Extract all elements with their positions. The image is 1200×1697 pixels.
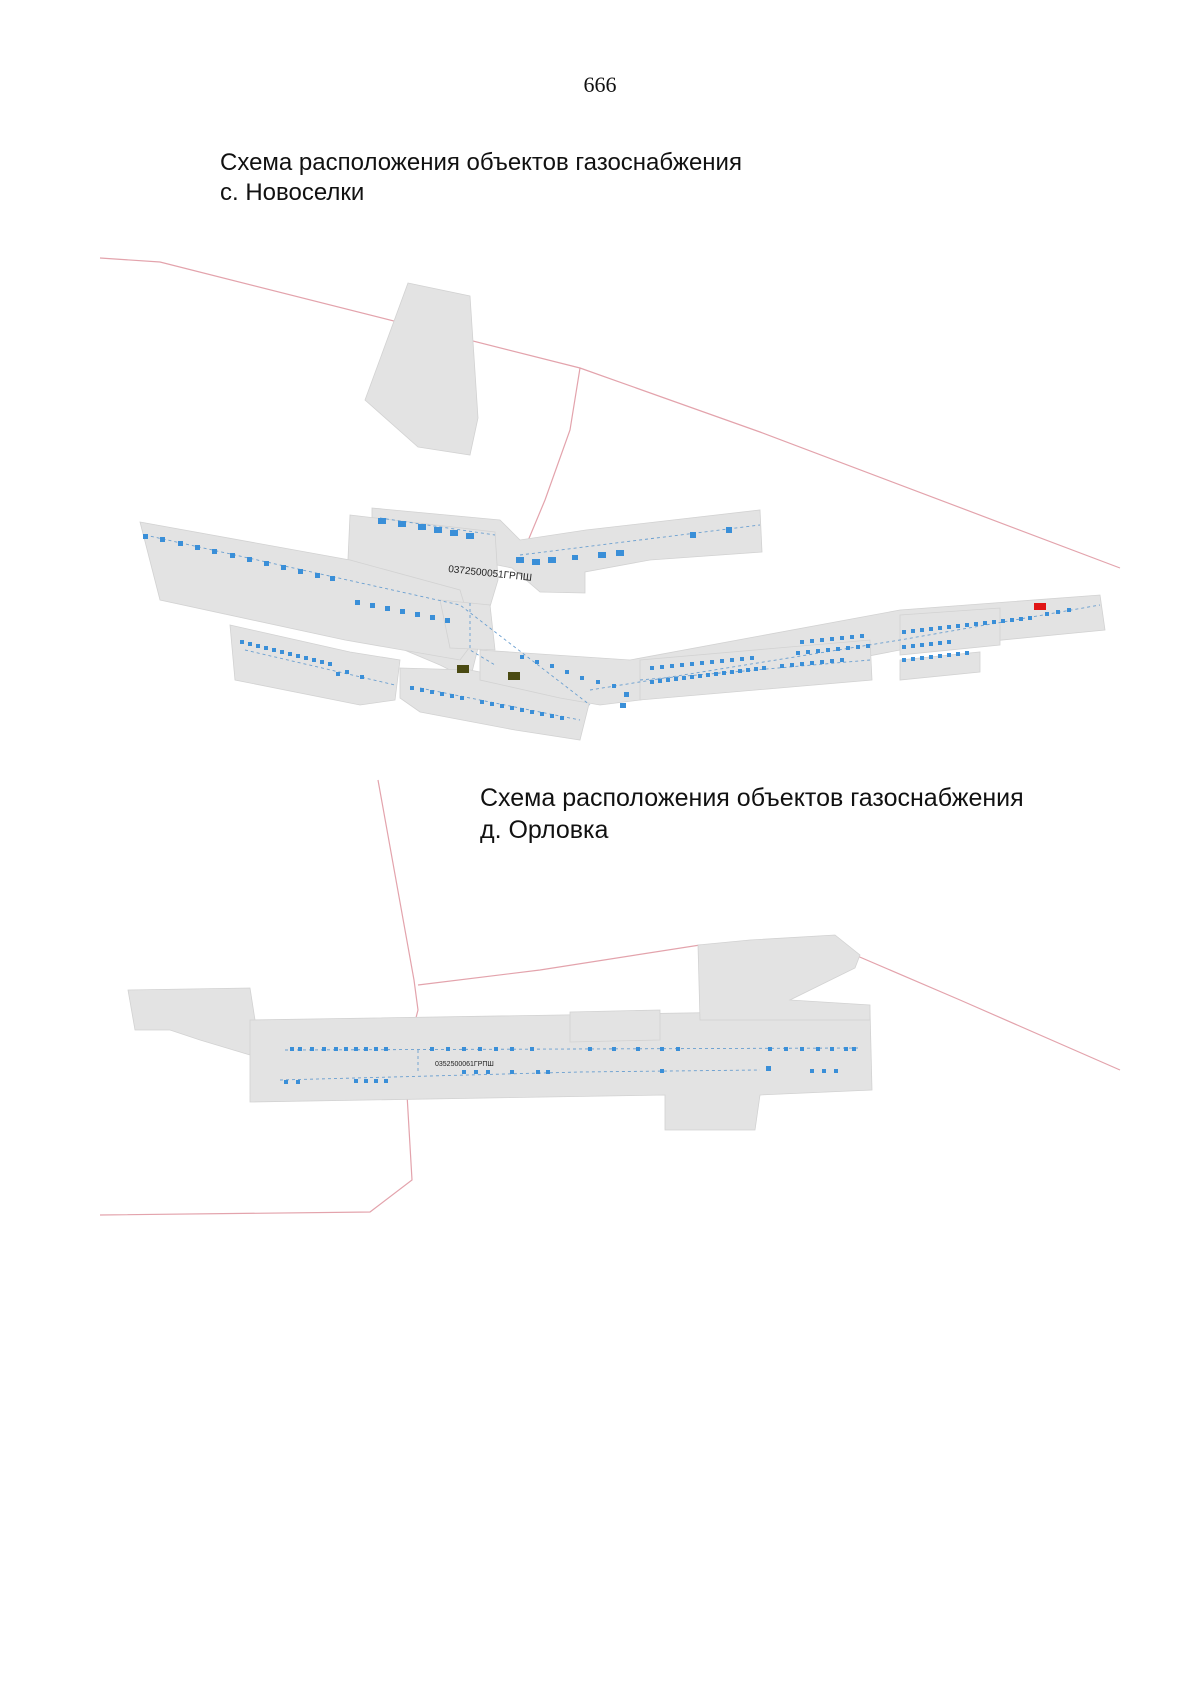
territory-central-connector xyxy=(439,599,496,651)
gas-regulator-icon xyxy=(508,672,520,680)
title-line-1: Схема расположения объектов газоснабжени… xyxy=(480,784,1024,812)
buildings-south-row xyxy=(284,1066,838,1084)
map-novoselki: 0372500051ГРПШ xyxy=(99,257,1121,741)
grp-label: 0352500061ГРПШ xyxy=(435,1061,494,1068)
title-line-2: д. Орловка xyxy=(480,816,609,844)
buildings-south-street xyxy=(410,655,629,720)
buildings-southwest-street xyxy=(240,640,364,679)
territory-west-street xyxy=(139,521,476,661)
buildings-north-street xyxy=(378,518,732,565)
boundary-lines xyxy=(99,779,1121,1216)
territory-polygons xyxy=(127,934,873,1131)
territory-east-field xyxy=(697,934,871,1021)
map-title-orlovka: Схема расположения объектов газоснабжени… xyxy=(480,782,1024,846)
buildings-east-street xyxy=(650,608,1071,684)
gas-pipelines xyxy=(279,1047,861,1081)
page-number: 666 xyxy=(583,72,617,97)
territory-central-block xyxy=(569,1009,661,1043)
title-line-1: Схема расположения объектов газоснабжени… xyxy=(220,149,742,176)
territory-main-street xyxy=(249,1009,873,1131)
territory-east-block-b xyxy=(899,607,1001,656)
territory-north-field xyxy=(364,282,479,456)
territory-polygons xyxy=(139,282,1106,741)
territory-west-field xyxy=(127,987,256,1056)
title-line-2: с. Новоселки xyxy=(220,179,365,206)
gas-regulator-icon xyxy=(457,665,469,673)
boundary-lines xyxy=(99,257,1121,569)
map-orlovka: 0352500061ГРПШ xyxy=(99,779,1121,1216)
buildings-west-street xyxy=(143,534,450,623)
map-title-novoselki: Схема расположения объектов газоснабжени… xyxy=(220,148,742,208)
buildings-north-row xyxy=(290,1047,856,1051)
highlight-building-icon xyxy=(1034,603,1046,610)
territory-southwest-street xyxy=(229,624,401,706)
